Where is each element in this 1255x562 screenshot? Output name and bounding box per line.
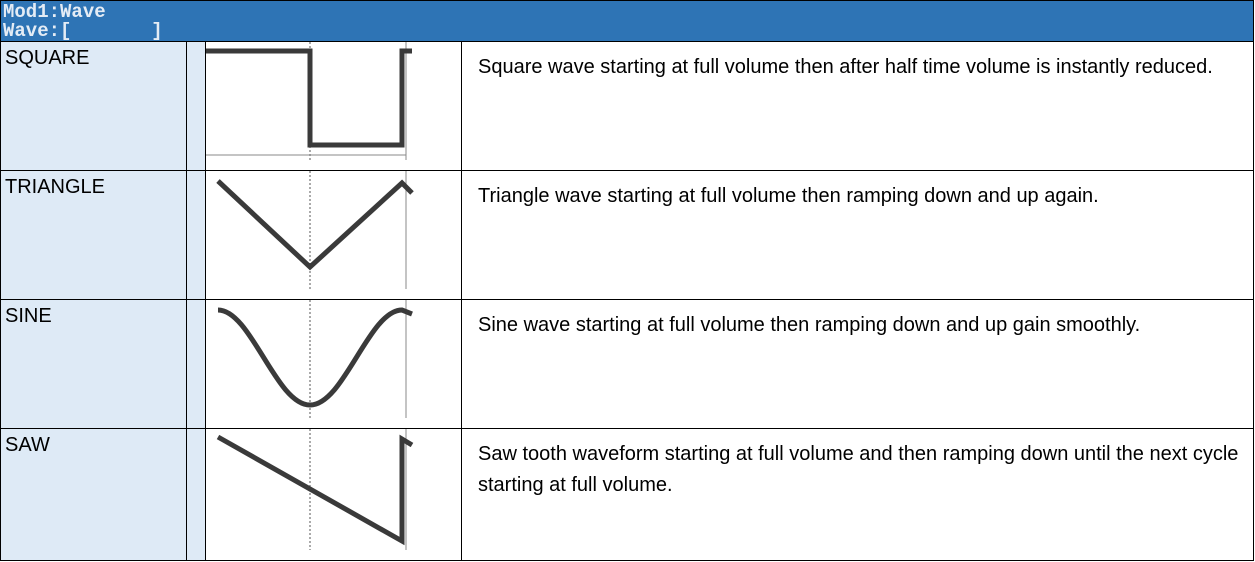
wave-plot-saw: [205, 428, 462, 561]
triangle-wave-icon: [216, 171, 414, 289]
wave-description-saw: Saw tooth waveform starting at full volu…: [460, 428, 1255, 561]
header-row: Mod1:Wave Wave:[ ]: [0, 0, 1255, 42]
sine-wave-icon: [217, 300, 413, 418]
wave-name-sine: SINE: [0, 299, 187, 429]
wave-row-square: SQUARE Square wave starting at full volu…: [0, 41, 1255, 171]
saw-wave-icon: [216, 429, 414, 550]
wave-plot-square: [205, 41, 462, 171]
wave-row-sine: SINE Sine wave starting at full volume t…: [0, 299, 1255, 429]
wave-spacer: [186, 428, 206, 561]
header-title: Mod1:Wave: [3, 1, 106, 23]
wave-description-sine: Sine wave starting at full volume then r…: [460, 299, 1255, 429]
wave-plot-sine: [205, 299, 462, 429]
wave-name-saw: SAW: [0, 428, 187, 561]
wave-name-triangle: TRIANGLE: [0, 170, 187, 300]
wave-description-square: Square wave starting at full volume then…: [460, 41, 1255, 171]
wave-description-triangle: Triangle wave starting at full volume th…: [460, 170, 1255, 300]
wave-name-square: SQUARE: [0, 41, 187, 171]
wave-plot-triangle: [205, 170, 462, 300]
header-subtitle: Wave:[ ]: [3, 20, 163, 42]
header-cell: Mod1:Wave Wave:[ ]: [0, 0, 1255, 42]
wave-spacer: [186, 41, 206, 171]
wave-row-saw: SAW Saw tooth waveform starting at full …: [0, 428, 1255, 561]
wave-spacer: [186, 170, 206, 300]
square-wave-icon: [206, 42, 412, 160]
wave-spacer: [186, 299, 206, 429]
wave-row-triangle: TRIANGLE Triangle wave starting at full …: [0, 170, 1255, 300]
